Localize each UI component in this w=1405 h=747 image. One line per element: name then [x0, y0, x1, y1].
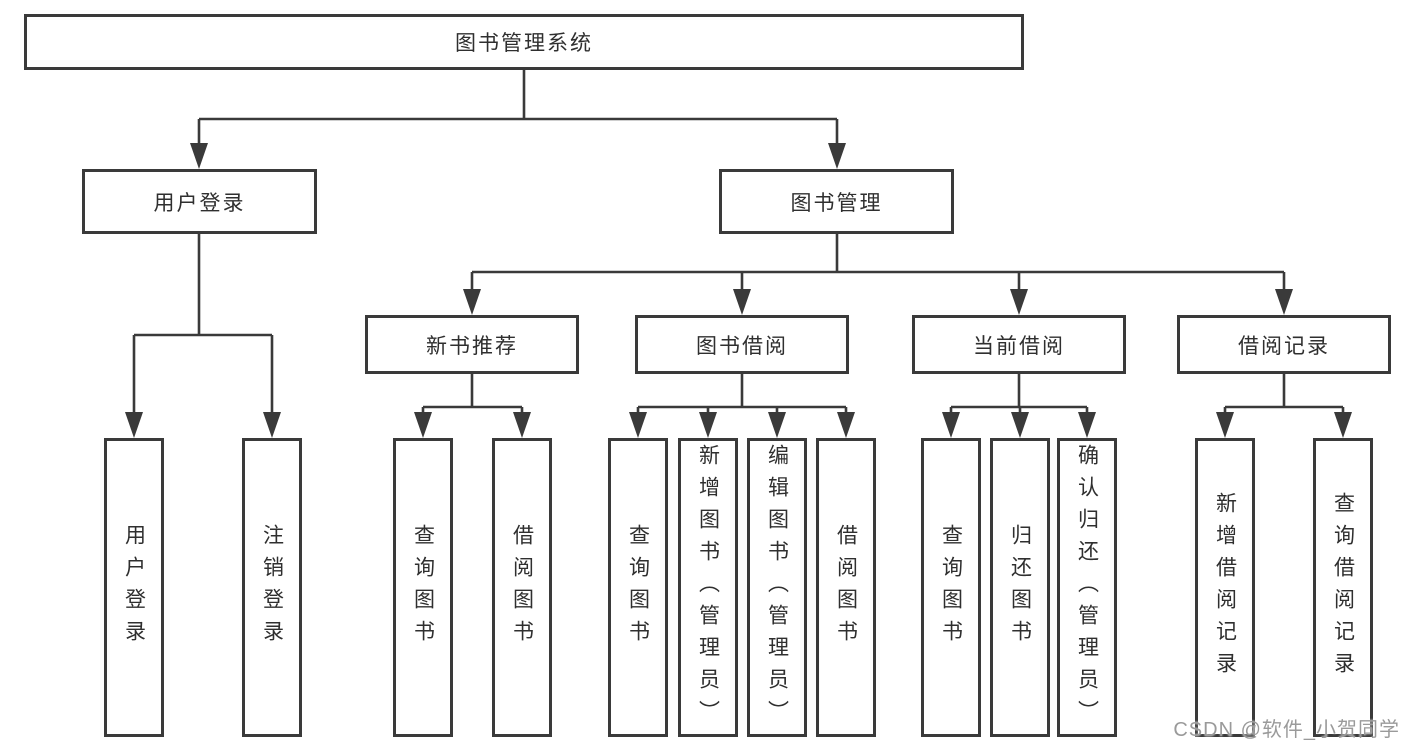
leaf-user-login: 用户登录	[104, 438, 164, 737]
leaf-record-add-label: 新增借阅记录	[1213, 491, 1237, 684]
leaf-logout: 注销登录	[242, 438, 302, 737]
leaf-borrow-query-book-label: 查询图书	[626, 523, 650, 652]
leaf-recommend-query-book-label: 查询图书	[411, 523, 435, 652]
leaf-current-query-book-label: 查询图书	[939, 523, 963, 652]
leaf-borrow-edit-book: 编辑图书（管理员）	[747, 438, 807, 737]
leaf-user-login-label: 用户登录	[122, 523, 146, 652]
node-book-borrow-label: 图书借阅	[696, 334, 788, 358]
leaf-borrow-edit-book-label: 编辑图书（管理员）	[765, 443, 789, 732]
leaf-borrow-borrow-book: 借阅图书	[816, 438, 876, 737]
node-borrow-record: 借阅记录	[1177, 315, 1391, 374]
node-book-borrow: 图书借阅	[635, 315, 849, 374]
leaf-record-query: 查询借阅记录	[1313, 438, 1373, 737]
leaf-record-query-label: 查询借阅记录	[1331, 491, 1355, 684]
node-root: 图书管理系统	[24, 14, 1024, 70]
arrowheads	[125, 143, 1352, 438]
node-borrow-record-label: 借阅记录	[1238, 334, 1330, 358]
leaf-logout-label: 注销登录	[260, 523, 284, 652]
leaf-current-return-book: 归还图书	[990, 438, 1050, 737]
node-new-book-recommend-label: 新书推荐	[426, 334, 518, 358]
node-user-login-label: 用户登录	[153, 191, 246, 215]
node-root-label: 图书管理系统	[455, 32, 593, 55]
node-user-login: 用户登录	[82, 169, 317, 234]
node-current-borrow: 当前借阅	[912, 315, 1126, 374]
leaf-record-add: 新增借阅记录	[1195, 438, 1255, 737]
node-new-book-recommend: 新书推荐	[365, 315, 579, 374]
leaf-borrow-add-book: 新增图书（管理员）	[678, 438, 738, 737]
leaf-borrow-query-book: 查询图书	[608, 438, 668, 737]
leaf-current-return-book-label: 归还图书	[1008, 523, 1032, 652]
leaf-recommend-borrow-book-label: 借阅图书	[510, 523, 534, 652]
node-book-management: 图书管理	[719, 169, 954, 234]
leaf-borrow-borrow-book-label: 借阅图书	[834, 523, 858, 652]
tree-edges	[132, 70, 1345, 414]
leaf-current-query-book: 查询图书	[921, 438, 981, 737]
leaf-current-confirm-return: 确认归还（管理员）	[1057, 438, 1117, 737]
leaf-current-confirm-return-label: 确认归还（管理员）	[1075, 443, 1099, 732]
leaf-borrow-add-book-label: 新增图书（管理员）	[696, 443, 720, 732]
leaf-recommend-borrow-book: 借阅图书	[492, 438, 552, 737]
csdn-watermark: CSDN @软件_小贺同学	[1173, 719, 1400, 741]
leaf-recommend-query-book: 查询图书	[393, 438, 453, 737]
node-book-management-label: 图书管理	[790, 191, 883, 215]
node-current-borrow-label: 当前借阅	[973, 334, 1065, 358]
